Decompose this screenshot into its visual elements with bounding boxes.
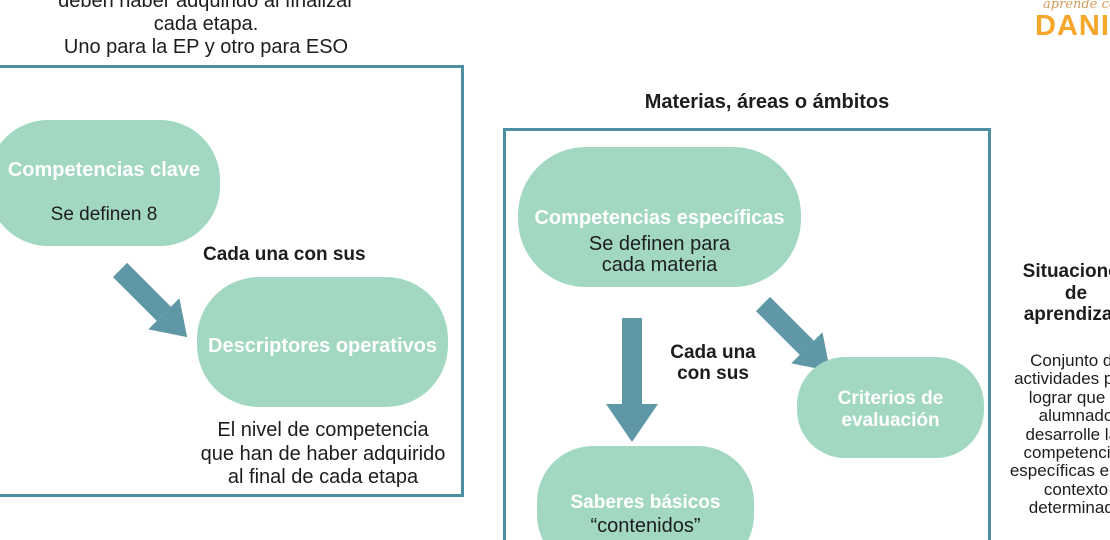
logo-tagline: aprende con [1043, 0, 1110, 12]
learning-situations-title: Situaciones de aprendizaje [1022, 261, 1110, 325]
bubble-descriptores-operativos: Descriptores operativos [197, 277, 448, 407]
bubble-competencias-clave: Competencias clave Se definen 8 [0, 120, 220, 246]
arrow-shaft [622, 318, 642, 404]
bubble-criterios-evaluacion: Criterios de evaluación [797, 357, 984, 458]
bubble-title: Saberes básicos [570, 492, 721, 513]
connector-label-middle: Cada una con sus [670, 342, 756, 384]
bubble-competencias-especificas: Competencias específicas Se definen para… [518, 147, 801, 287]
bubble-title: Descriptores operativos [208, 335, 437, 357]
bubble-saberes-basicos: Saberes básicos “contenidos” [537, 446, 754, 540]
learning-situations-description: Conjunto de actividades para lograr que … [1009, 351, 1110, 518]
bubble-title: Criterios de evaluación [837, 388, 944, 431]
bubble-subtitle: Se definen para cada materia [588, 233, 731, 276]
top-note: deben haber adquirido al finalizar cada … [58, 0, 354, 58]
bubble-title: Competencias específicas [534, 207, 785, 229]
bubble-subtitle: Se definen 8 [50, 204, 158, 225]
arrow-head [606, 404, 658, 442]
connector-label-left: Cada una con sus [203, 244, 366, 265]
middle-panel-title: Materias, áreas o ámbitos [644, 91, 890, 113]
logo-brand: DANIO [1035, 10, 1110, 42]
descriptores-note: El nivel de competencia que han de haber… [200, 419, 446, 488]
brand-logo: aprende con DANIO [1035, 0, 1110, 42]
bubble-subtitle: “contenidos” [590, 515, 701, 537]
bubble-title: Competencias clave [7, 159, 201, 181]
arrow-down-icon [606, 318, 658, 442]
